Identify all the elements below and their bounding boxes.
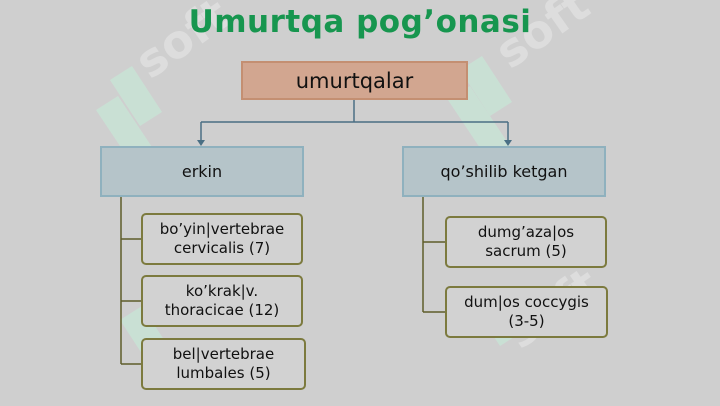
leaf-line: cervicalis (7) [173,239,271,257]
branch-node-label: erkin [181,162,223,181]
root-node: umurtqalar [241,61,468,100]
leaf-node-thoracic: ko’krak|v.thoracicae (12) [141,275,303,327]
leaf-line: dum|os coccygis [464,293,589,311]
leaf-line: ko’krak|v. [185,282,259,300]
branch-node-erkin: erkin [100,146,304,197]
leaf-node-coccyx: dum|os coccygis(3-5) [445,286,608,338]
leaf-line: sacrum (5) [485,242,567,260]
slide-title: Umurtqa pog’onasi [188,4,532,40]
leaf-line: bo’yin|vertebrae [159,220,285,238]
root-node-label: umurtqalar [295,68,414,93]
leaf-line: bel|vertebrae [172,345,275,363]
leaf-line: (3-5) [508,312,545,330]
leaf-line: lumbales (5) [176,364,271,382]
branch-node-label: qo’shilib ketgan [440,162,568,181]
leaf-line: thoracicae (12) [164,301,280,319]
leaf-line: dumg’aza|os [477,223,575,241]
branch-node-qoshilib-ketgan: qo’shilib ketgan [402,146,606,197]
